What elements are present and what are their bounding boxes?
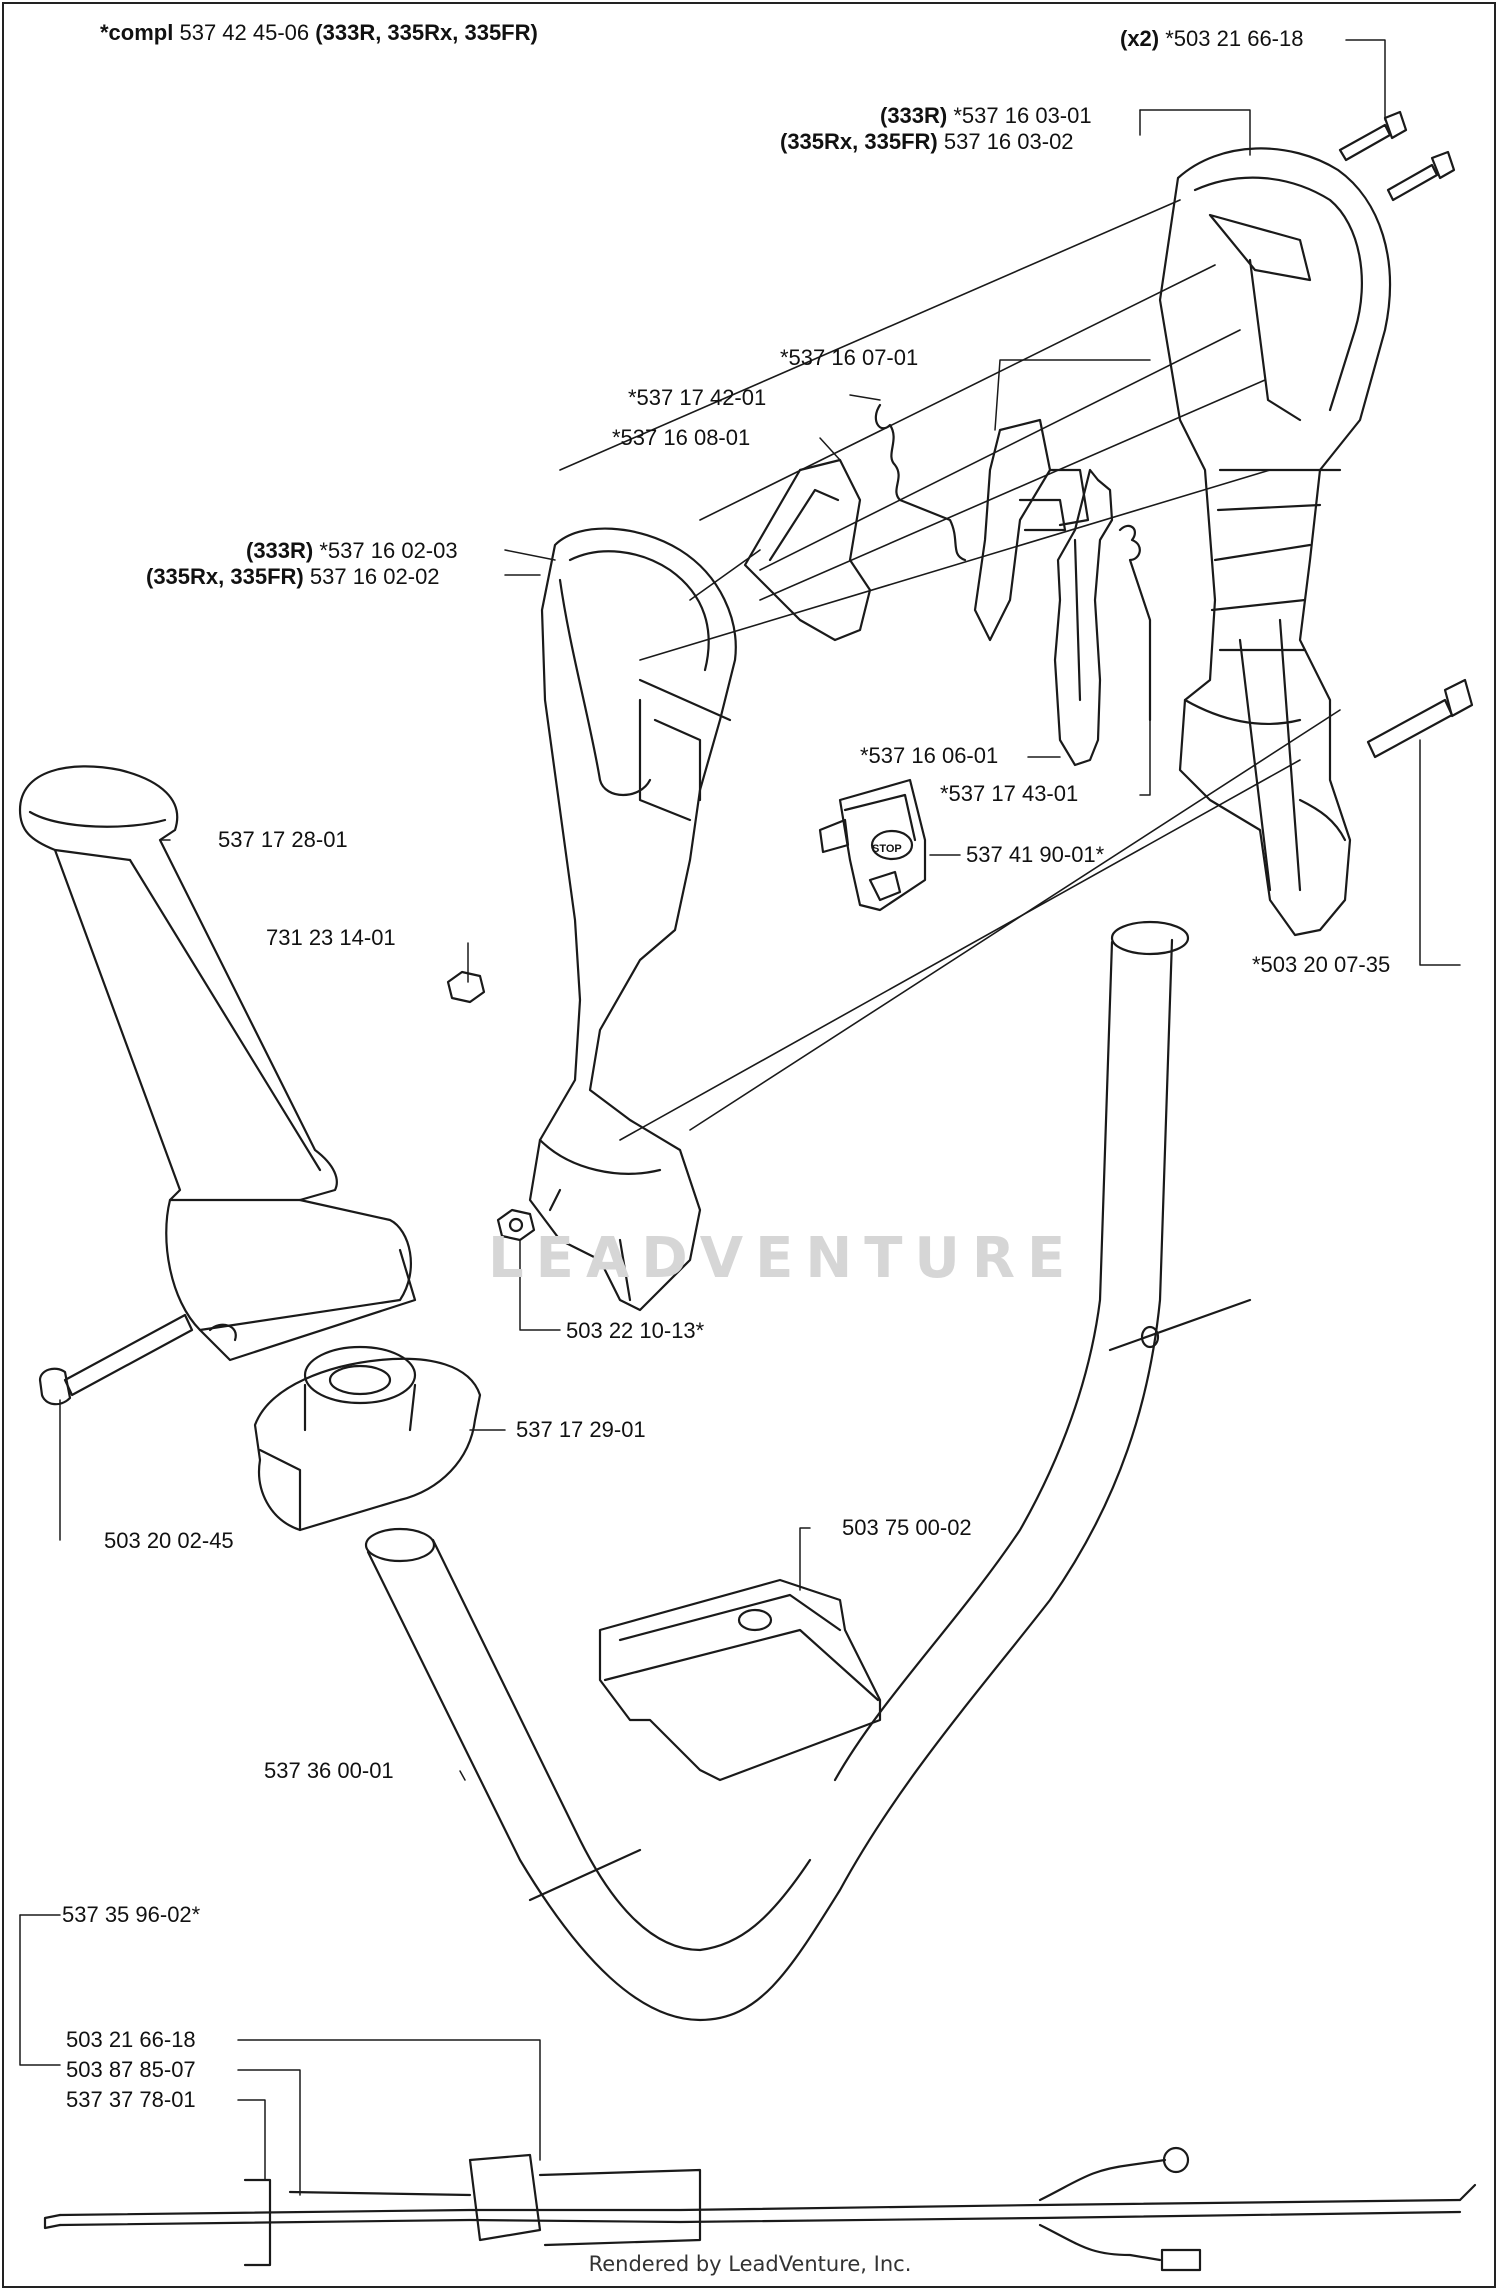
left-grip [18, 765, 417, 1362]
model-335: (335Rx, 335FR) [780, 129, 938, 154]
label-537-17-43-01: *537 17 43-01 [940, 781, 1079, 806]
label-nut-center: 503 22 10-13* [566, 1318, 705, 1343]
label-bracket: 503 75 00-02 [842, 1515, 972, 1540]
model-335: (335Rx, 335FR) [146, 564, 304, 589]
label-stop-switch: 537 41 90-01* [966, 842, 1105, 867]
label-handle-front-335: (335Rx, 335FR) 537 16 02-02 [146, 564, 440, 590]
compl-models: (333R, 335Rx, 335FR) [315, 20, 538, 45]
watermark: LEADVENTURE [488, 1226, 1078, 1291]
model-333r: (333R) [246, 538, 314, 563]
part-number: 537 16 02-02 [309, 564, 440, 589]
label-cable-kit: 537 35 96-02* [62, 1902, 201, 1927]
screws-top-right [1338, 110, 1456, 202]
label-cable-3: 537 37 78-01 [66, 2087, 196, 2112]
compl-number: 537 42 45-06 [179, 20, 310, 45]
assembly-guide-lines [559, 199, 1341, 1141]
footer-credit: Rendered by LeadVenture, Inc. [588, 2252, 912, 2276]
label-537-16-07-01: *537 16 07-01 [780, 345, 919, 370]
bracket-drawing [598, 1578, 882, 1782]
nut-left [446, 970, 486, 1004]
qty-x2: (x2) [1120, 26, 1160, 51]
label-grip-left: 537 17 28-01 [218, 827, 348, 852]
stop-switch-drawing [818, 778, 927, 912]
part-number: *537 16 03-01 [953, 103, 1092, 128]
part-number: 537 16 03-02 [943, 129, 1074, 154]
model-333r: (333R) [880, 103, 948, 128]
front-handle [528, 527, 737, 1312]
screw-right [1366, 678, 1474, 759]
label-nut-left: 731 23 14-01 [266, 925, 396, 950]
leader-lines [19, 39, 1461, 2196]
label-handle-half-333r: (333R) *537 16 03-01 [880, 103, 1092, 129]
part-number: *503 21 66-18 [1165, 26, 1304, 51]
rear-handle-half [1158, 147, 1392, 937]
label-handle-half-335: (335Rx, 335FR) 537 16 03-02 [780, 129, 1074, 155]
trigger-parts [743, 403, 1152, 767]
clamp-drawing [253, 1345, 482, 1532]
label-537-16-06-01: *537 16 06-01 [860, 743, 999, 768]
handlebar-tube [364, 920, 1252, 2022]
label-screw-x2: (x2) *503 21 66-18 [1120, 26, 1303, 52]
part-number: *537 16 02-03 [319, 538, 458, 563]
screw-left [38, 1313, 194, 1406]
label-clamp: 537 17 29-01 [516, 1417, 646, 1442]
nut-center [496, 1208, 536, 1242]
label-handle-front-333r: (333R) *537 16 02-03 [246, 538, 458, 564]
cable-harness [43, 2146, 1477, 2272]
label-537-16-08-01: *537 16 08-01 [612, 425, 751, 450]
label-cable-2: 503 87 85-07 [66, 2057, 196, 2082]
label-screw-left: 503 20 02-45 [104, 1528, 234, 1553]
label-537-17-42-01: *537 17 42-01 [628, 385, 767, 410]
label-screw-right: *503 20 07-35 [1252, 952, 1391, 977]
compl-label: *compl 537 42 45-06 (333R, 335Rx, 335FR) [100, 20, 538, 46]
compl-prefix: *compl [100, 20, 174, 45]
label-cable-1: 503 21 66-18 [66, 2027, 196, 2052]
label-handlebar: 537 36 00-01 [264, 1758, 394, 1783]
stop-marking: STOP [872, 843, 902, 855]
